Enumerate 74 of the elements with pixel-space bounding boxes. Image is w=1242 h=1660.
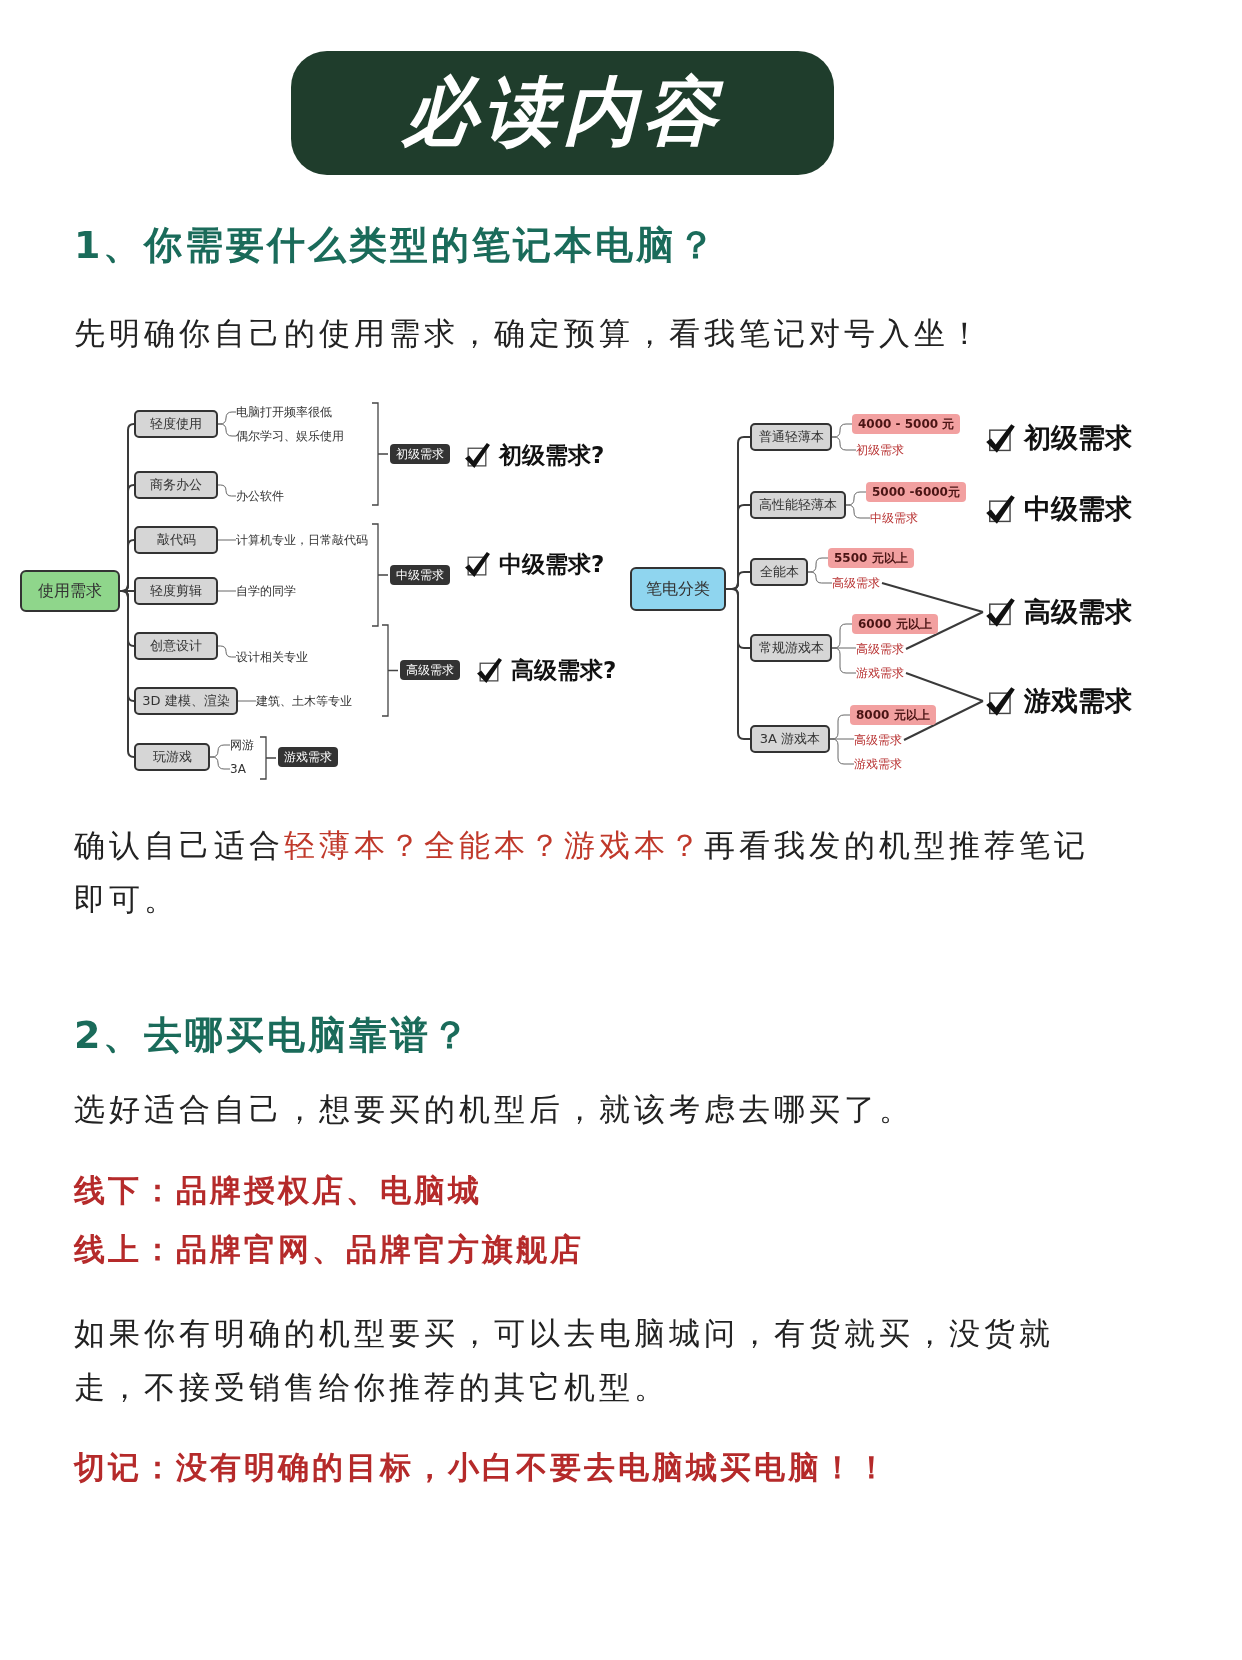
note-text: 建筑、土木等专业	[256, 693, 352, 709]
level-heading: 高级需求	[1024, 595, 1132, 629]
note-text: 设计相关专业	[236, 649, 308, 665]
price-tag: 6000 元以上	[852, 614, 938, 634]
body-text: 如果你有明确的机型要买，可以去电脑城问，有货就买，没货就走，不接受销售给你推荐的其它机型。	[74, 1314, 1055, 1408]
connector-line	[829, 738, 855, 765]
level-note: 高级需求	[832, 575, 880, 591]
connector-line	[217, 645, 237, 658]
body-text: 确认自己适合轻薄本？全能本？游戏本？再看我发的机型推荐笔记即可。	[74, 826, 1090, 920]
level-note: 初级需求	[856, 442, 904, 458]
option-box: 普通轻薄本	[750, 423, 832, 451]
connector-line	[831, 436, 857, 451]
connector-line	[119, 590, 135, 758]
level-heading: 高级需求?	[511, 656, 617, 685]
option-box: 3A 游戏本	[750, 725, 830, 753]
note-text: 偶尔学习、娱乐使用	[236, 428, 344, 444]
level-heading: 中级需求?	[499, 550, 605, 579]
level-heading: 中级需求	[1024, 492, 1132, 526]
highlight-text: 线上：品牌官网、品牌官方旗舰店	[74, 1230, 584, 1269]
level-note: 高级需求	[856, 641, 904, 657]
option-box: 玩游戏	[134, 743, 210, 771]
level-heading: 初级需求	[1024, 421, 1132, 455]
category-box: 笔电分类	[630, 567, 726, 611]
connector-line	[831, 647, 857, 674]
level-tag: 游戏需求	[278, 747, 338, 767]
option-box: 创意设计	[134, 632, 218, 660]
connector-line	[217, 423, 237, 437]
connector-line	[881, 582, 984, 613]
connector-line	[237, 700, 257, 702]
section-heading: 2、去哪买电脑靠谱？	[74, 1012, 473, 1059]
level-heading: 游戏需求	[1024, 684, 1132, 718]
option-box: 常规游戏本	[750, 634, 832, 662]
body-text: 选好适合自己，想要买的机型后，就该考虑去哪买了。	[74, 1090, 914, 1129]
note-text: 3A	[230, 761, 246, 777]
connector-line	[903, 700, 984, 741]
note-text: 计算机专业，日常敲代码	[236, 532, 368, 548]
connector-line	[905, 672, 984, 702]
level-tag: 初级需求	[390, 444, 450, 464]
note-text: 自学的同学	[236, 583, 296, 599]
level-note: 游戏需求	[856, 665, 904, 681]
option-box: 3D 建模、渲染	[134, 687, 238, 715]
level-tag: 高级需求	[400, 660, 460, 680]
connector-line	[905, 611, 984, 650]
connector-line	[217, 539, 237, 541]
option-box: 全能本	[750, 558, 808, 586]
body-text: 先明确你自己的使用需求，确定预算，看我笔记对号入坐！	[74, 314, 984, 353]
category-box: 使用需求	[20, 570, 120, 612]
price-tag: 5500 元以上	[828, 548, 914, 568]
level-note: 中级需求	[870, 510, 918, 526]
highlight-text: 线下：品牌授权店、电脑城	[74, 1171, 482, 1210]
connector-line	[845, 504, 871, 519]
note-text: 办公软件	[236, 488, 284, 504]
price-tag: 8000 元以上	[850, 705, 936, 725]
level-tag: 中级需求	[390, 565, 450, 585]
price-tag: 5000 -6000元	[866, 482, 966, 502]
level-note: 高级需求	[854, 732, 902, 748]
title-banner: 必读内容	[291, 51, 834, 175]
option-box: 商务办公	[134, 471, 218, 499]
option-box: 高性能轻薄本	[750, 491, 846, 519]
connector-line	[725, 588, 751, 740]
note-text: 电脑打开频率很低	[236, 404, 332, 420]
option-box: 轻度剪辑	[134, 577, 218, 605]
section-heading: 1、你需要什么类型的笔记本电脑？	[74, 222, 719, 269]
option-box: 轻度使用	[134, 410, 218, 438]
option-box: 敲代码	[134, 526, 218, 554]
connector-line	[807, 571, 833, 584]
highlight-text: 切记：没有明确的目标，小白不要去电脑城买电脑！！	[74, 1448, 890, 1487]
note-text: 网游	[230, 737, 254, 753]
level-heading: 初级需求?	[499, 441, 605, 470]
price-tag: 4000 - 5000 元	[852, 414, 961, 434]
connector-line	[209, 756, 231, 770]
connector-line	[217, 590, 237, 592]
level-note: 游戏需求	[854, 756, 902, 772]
connector-line	[217, 484, 237, 497]
